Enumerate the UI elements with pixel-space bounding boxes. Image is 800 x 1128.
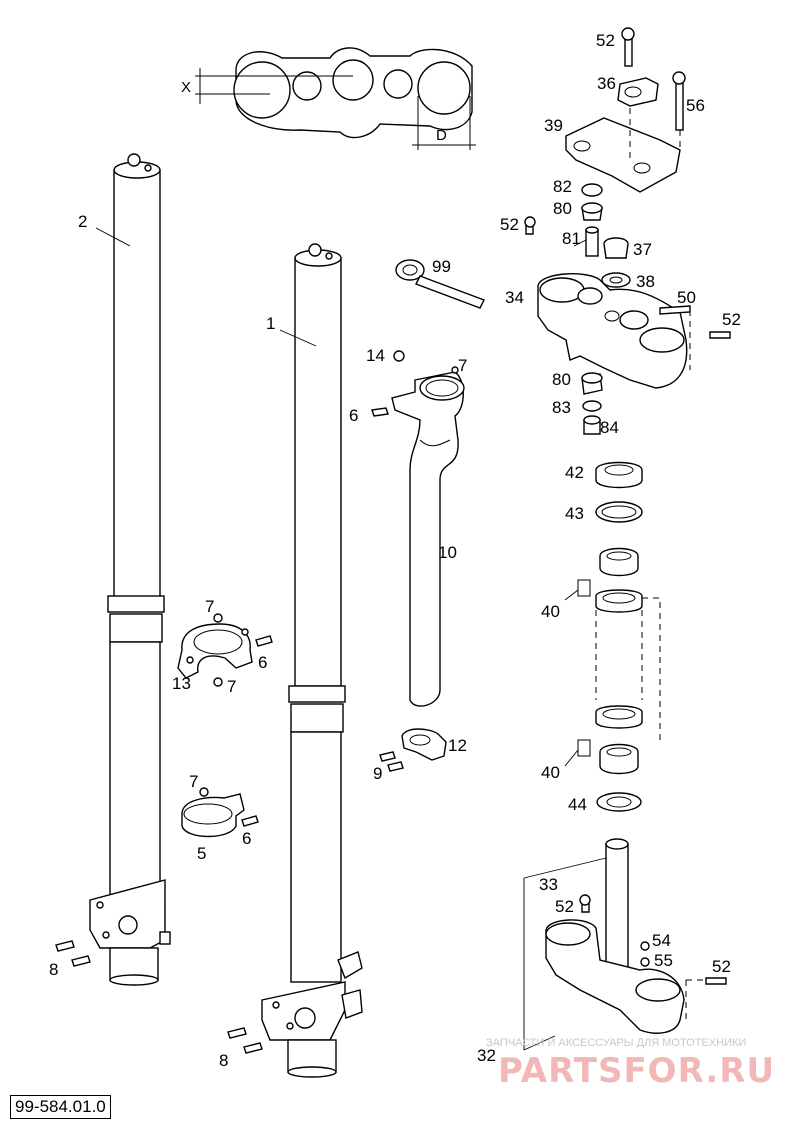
upper-triple-clamp-34 — [537, 273, 731, 389]
callout-13: 13 — [172, 674, 191, 693]
watermark: ЗАПЧАСТИ И АКСЕССУАРЫ ДЛЯ МОТОТЕХНИКИ PA… — [486, 1037, 775, 1091]
triple-clamp-dimension-view: X D — [181, 47, 476, 150]
callout-52: 52 — [596, 31, 615, 50]
callout-5: 5 — [197, 844, 206, 863]
callout-80: 80 — [553, 199, 572, 218]
watermark-caption: ЗАПЧАСТИ И АКСЕССУАРЫ ДЛЯ МОТОТЕХНИКИ — [486, 1037, 746, 1049]
callout-40: 40 — [541, 602, 560, 621]
callout-10: 10 — [438, 543, 457, 562]
callout-56: 56 — [686, 96, 705, 115]
callout-14: 14 — [366, 346, 385, 365]
callout-37: 37 — [633, 240, 652, 259]
dimension-x-label: X — [181, 79, 191, 96]
callout-12: 12 — [448, 736, 467, 755]
callout-6: 6 — [349, 406, 358, 425]
callout-6: 6 — [242, 829, 251, 848]
callout-55: 55 — [654, 951, 673, 970]
callout-34: 34 — [505, 288, 524, 307]
drawing-number: 99-584.01.0 — [10, 1095, 111, 1119]
leader-lines — [95, 227, 607, 1051]
callout-33: 33 — [539, 875, 558, 894]
callout-9: 9 — [373, 764, 382, 783]
lower-rubber-mounts — [581, 372, 603, 435]
callout-1: 1 — [266, 314, 275, 333]
lower-triple-clamp-32 — [545, 838, 727, 1034]
callout-52: 52 — [555, 897, 574, 916]
callout-7: 7 — [458, 356, 467, 375]
callout-44: 44 — [568, 795, 587, 814]
clamp-13 — [177, 613, 273, 687]
callout-labels: 52 36 56 39 82 80 52 81 37 99 38 34 50 5… — [49, 31, 741, 1070]
bracket-12 — [379, 728, 447, 772]
callout-39: 39 — [544, 116, 563, 135]
callout-81: 81 — [562, 229, 581, 248]
callout-8: 8 — [219, 1051, 228, 1070]
callout-36: 36 — [597, 74, 616, 93]
dimension-d-label: D — [436, 127, 447, 144]
callout-50: 50 — [677, 288, 696, 307]
wrench-99 — [395, 259, 485, 309]
fork-leg-2 — [89, 153, 171, 986]
bolts-and-nuts — [55, 940, 263, 1054]
fork-leg-1 — [261, 243, 363, 1078]
callout-52: 52 — [722, 310, 741, 329]
watermark-brand: PARTSFOR.RU — [498, 1051, 775, 1091]
callout-7: 7 — [189, 772, 198, 791]
callout-38: 38 — [636, 272, 655, 291]
callout-8: 8 — [49, 960, 58, 979]
callout-82: 82 — [553, 177, 572, 196]
callout-43: 43 — [565, 504, 584, 523]
brake-line-holder-10 — [371, 350, 465, 707]
handlebar-clamp-assembly — [565, 27, 686, 193]
rubber-mounts-and-spacers — [524, 183, 631, 288]
callout-7: 7 — [227, 677, 236, 696]
callout-32: 32 — [477, 1046, 496, 1065]
callout-40: 40 — [541, 763, 560, 782]
callout-6: 6 — [258, 653, 267, 672]
callout-2: 2 — [78, 212, 87, 231]
callout-52: 52 — [712, 957, 731, 976]
callout-42: 42 — [565, 463, 584, 482]
callout-52: 52 — [500, 215, 519, 234]
callout-7: 7 — [205, 597, 214, 616]
clamp-5 — [181, 787, 259, 838]
callout-99: 99 — [432, 257, 451, 276]
callout-83: 83 — [552, 398, 571, 417]
callout-80: 80 — [552, 370, 571, 389]
steering-bearings — [577, 461, 661, 812]
callout-54: 54 — [652, 931, 671, 950]
callout-84: 84 — [600, 418, 619, 437]
